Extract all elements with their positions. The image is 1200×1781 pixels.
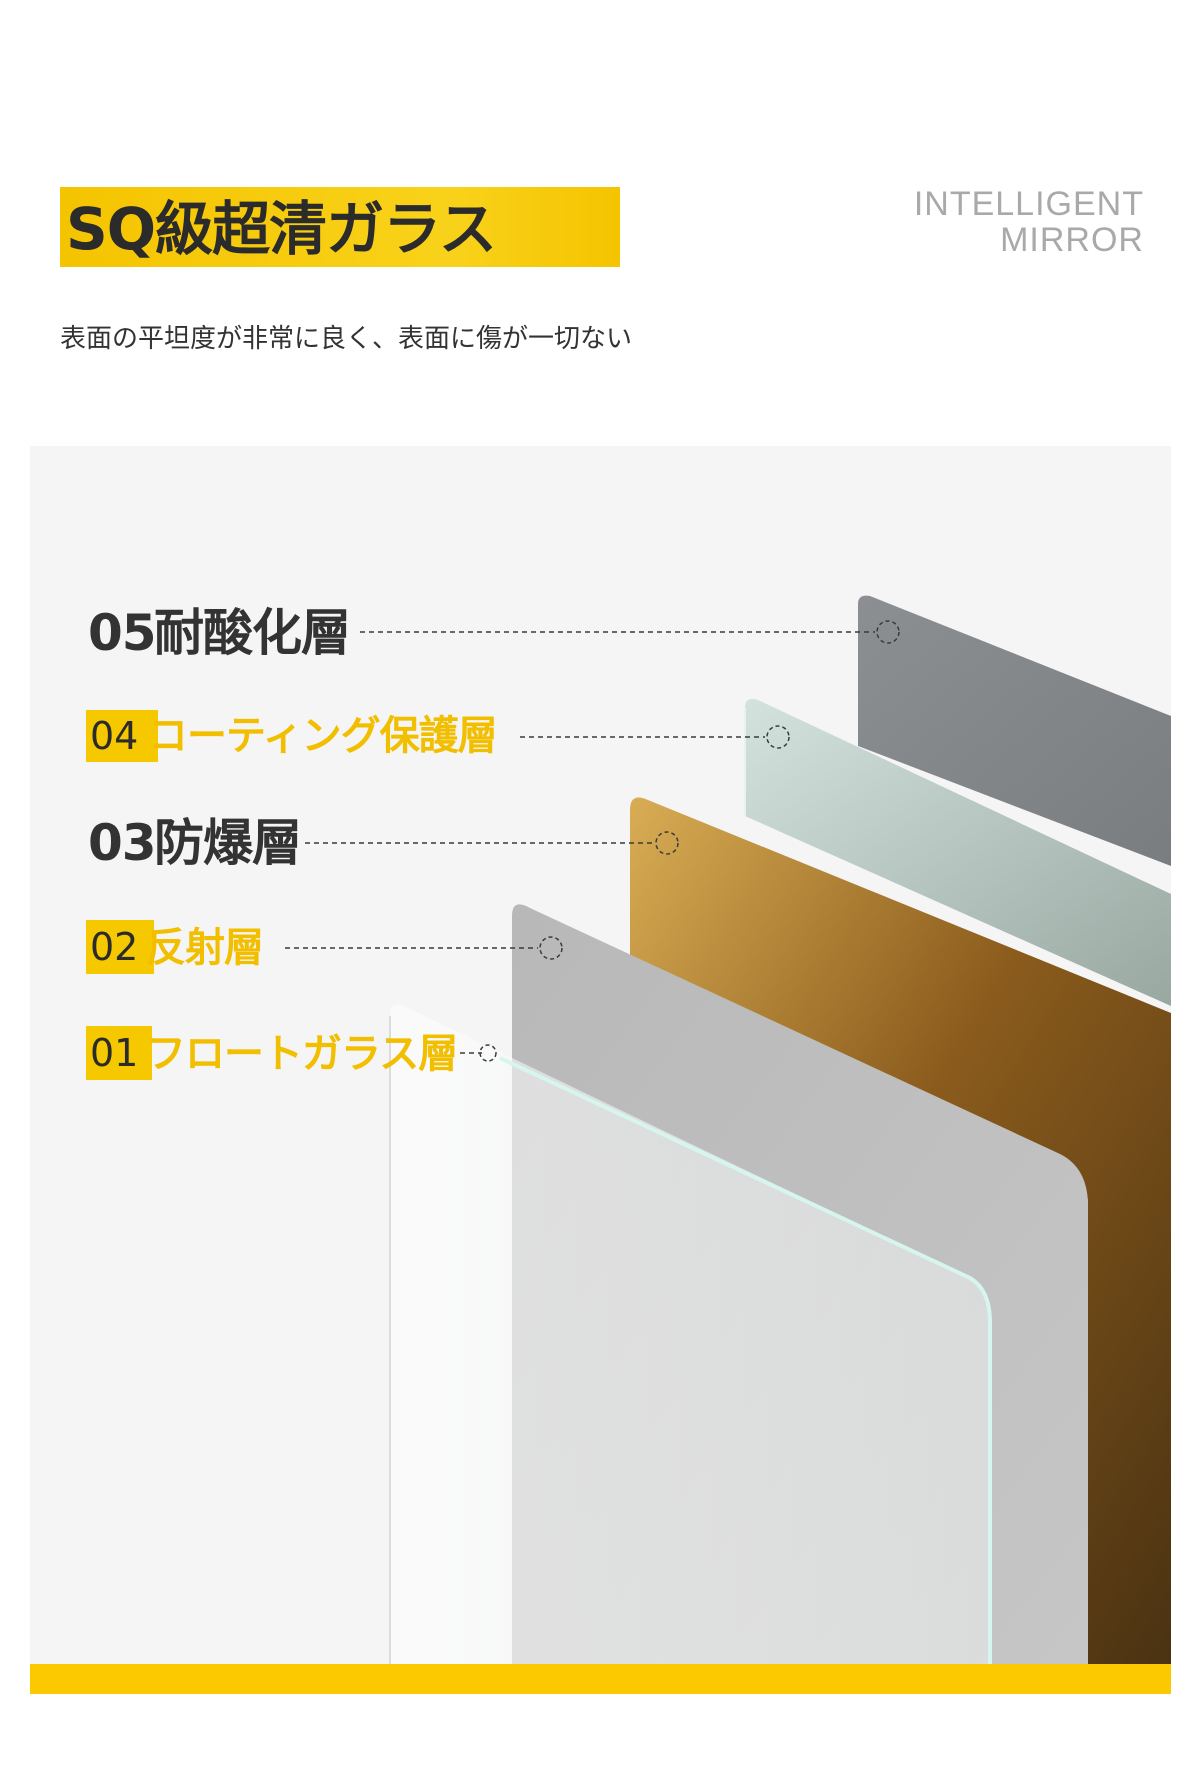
bottom-accent-bar [30,1664,1171,1694]
brand-mark: INTELLIGENT MIRROR [914,186,1144,258]
layer-number-05: 05 [88,604,157,662]
layer-label-04: コーティング保護層 [148,713,498,759]
layer-number-03: 03 [88,814,157,872]
layer-label-05: 耐酸化層 [154,604,351,662]
brand-line-2: MIRROR [1000,221,1144,259]
layer-03-panel [630,797,1171,1664]
leader-dot-03 [655,831,679,855]
brand-line-1: INTELLIGENT [913,185,1144,223]
subtitle: 表面の平坦度が非常に良く、表面に傷が一切ない [60,324,633,354]
title-highlight [60,187,620,267]
layer-number-02: 02 [86,920,154,974]
page-title: SQ級超清ガラス [66,195,497,263]
layer-number-04: 04 [86,710,158,762]
layer-04-panel [745,699,1171,1006]
layer-diagram: 05 耐酸化層 04 コーティング保護層 03 防爆層 02 反射層 01 フロ… [30,446,1171,1664]
leader-dot-01 [479,1044,497,1062]
leader-dot-04 [766,725,790,749]
layer-label-03: 防爆層 [154,814,302,872]
layer-number-01: 01 [86,1026,152,1080]
layer-label-02: 反射層 [146,925,264,971]
layer-05-panel [858,595,1171,866]
layer-label-01: フロートガラス層 [146,1031,458,1077]
leader-dot-02 [539,936,563,960]
leader-dot-05 [876,620,900,644]
glass-layers-illustration [285,595,1171,1664]
layer-01-panel [390,1004,990,1664]
